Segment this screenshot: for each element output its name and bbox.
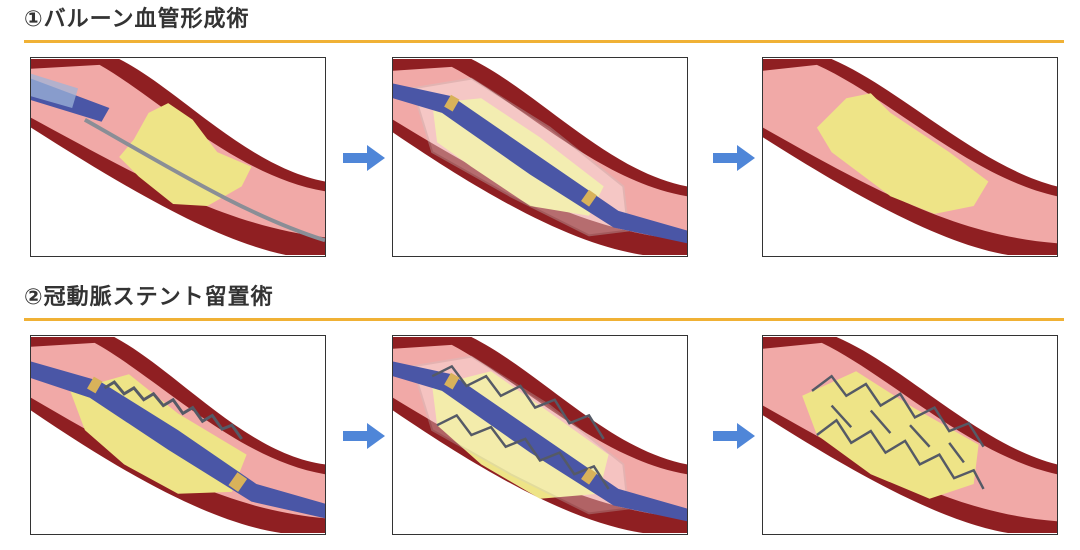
expanded-stent bbox=[431, 364, 610, 490]
panel-vessel-widened bbox=[762, 57, 1058, 257]
panel-guidewire-insertion bbox=[30, 57, 326, 257]
section-divider bbox=[24, 318, 1064, 321]
section-title-balloon-angioplasty: ①バルーン血管形成術 bbox=[24, 7, 250, 32]
vessel-illustration-widened bbox=[763, 59, 1057, 255]
arrow-right-icon bbox=[713, 145, 755, 171]
stent-catheter bbox=[31, 361, 325, 519]
section-divider bbox=[24, 40, 1064, 43]
catheter-marker bbox=[581, 467, 597, 485]
catheter-marker bbox=[444, 372, 460, 390]
balloon-catheter bbox=[393, 83, 687, 244]
vessel-illustration-balloon bbox=[393, 59, 687, 255]
section-coronary-stent: ②冠動脈ステント留置術 bbox=[0, 284, 1080, 546]
guidewire bbox=[83, 118, 325, 243]
section-title-coronary-stent: ②冠動脈ステント留置術 bbox=[24, 285, 274, 310]
vessel-illustration-stent-delivery bbox=[31, 337, 325, 533]
section-balloon-angioplasty: ①バルーン血管形成術 bbox=[0, 6, 1080, 262]
catheter-marker bbox=[87, 376, 103, 394]
catheter-marker bbox=[444, 94, 460, 112]
catheter-marker bbox=[228, 472, 248, 492]
crimped-stent bbox=[103, 380, 243, 440]
panel-balloon-inflation bbox=[392, 57, 688, 257]
arrow-right-icon bbox=[713, 423, 755, 449]
panel-stent-delivery bbox=[30, 335, 326, 535]
plaque bbox=[802, 371, 979, 499]
panel-stent-placed bbox=[762, 335, 1058, 535]
vessel-illustration-stent-placed bbox=[763, 337, 1057, 533]
plaque bbox=[119, 103, 252, 206]
vessel-illustration-stent-expansion bbox=[393, 337, 687, 533]
arrow-right-icon bbox=[343, 423, 385, 449]
implanted-stent bbox=[811, 374, 985, 490]
arrow-right-icon bbox=[343, 145, 385, 171]
vessel-illustration-guidewire bbox=[31, 59, 325, 255]
balloon-catheter bbox=[393, 361, 687, 522]
panel-stent-expansion bbox=[392, 335, 688, 535]
catheter-marker bbox=[581, 189, 597, 207]
catheter-sheath bbox=[31, 73, 79, 108]
plaque bbox=[816, 93, 989, 214]
